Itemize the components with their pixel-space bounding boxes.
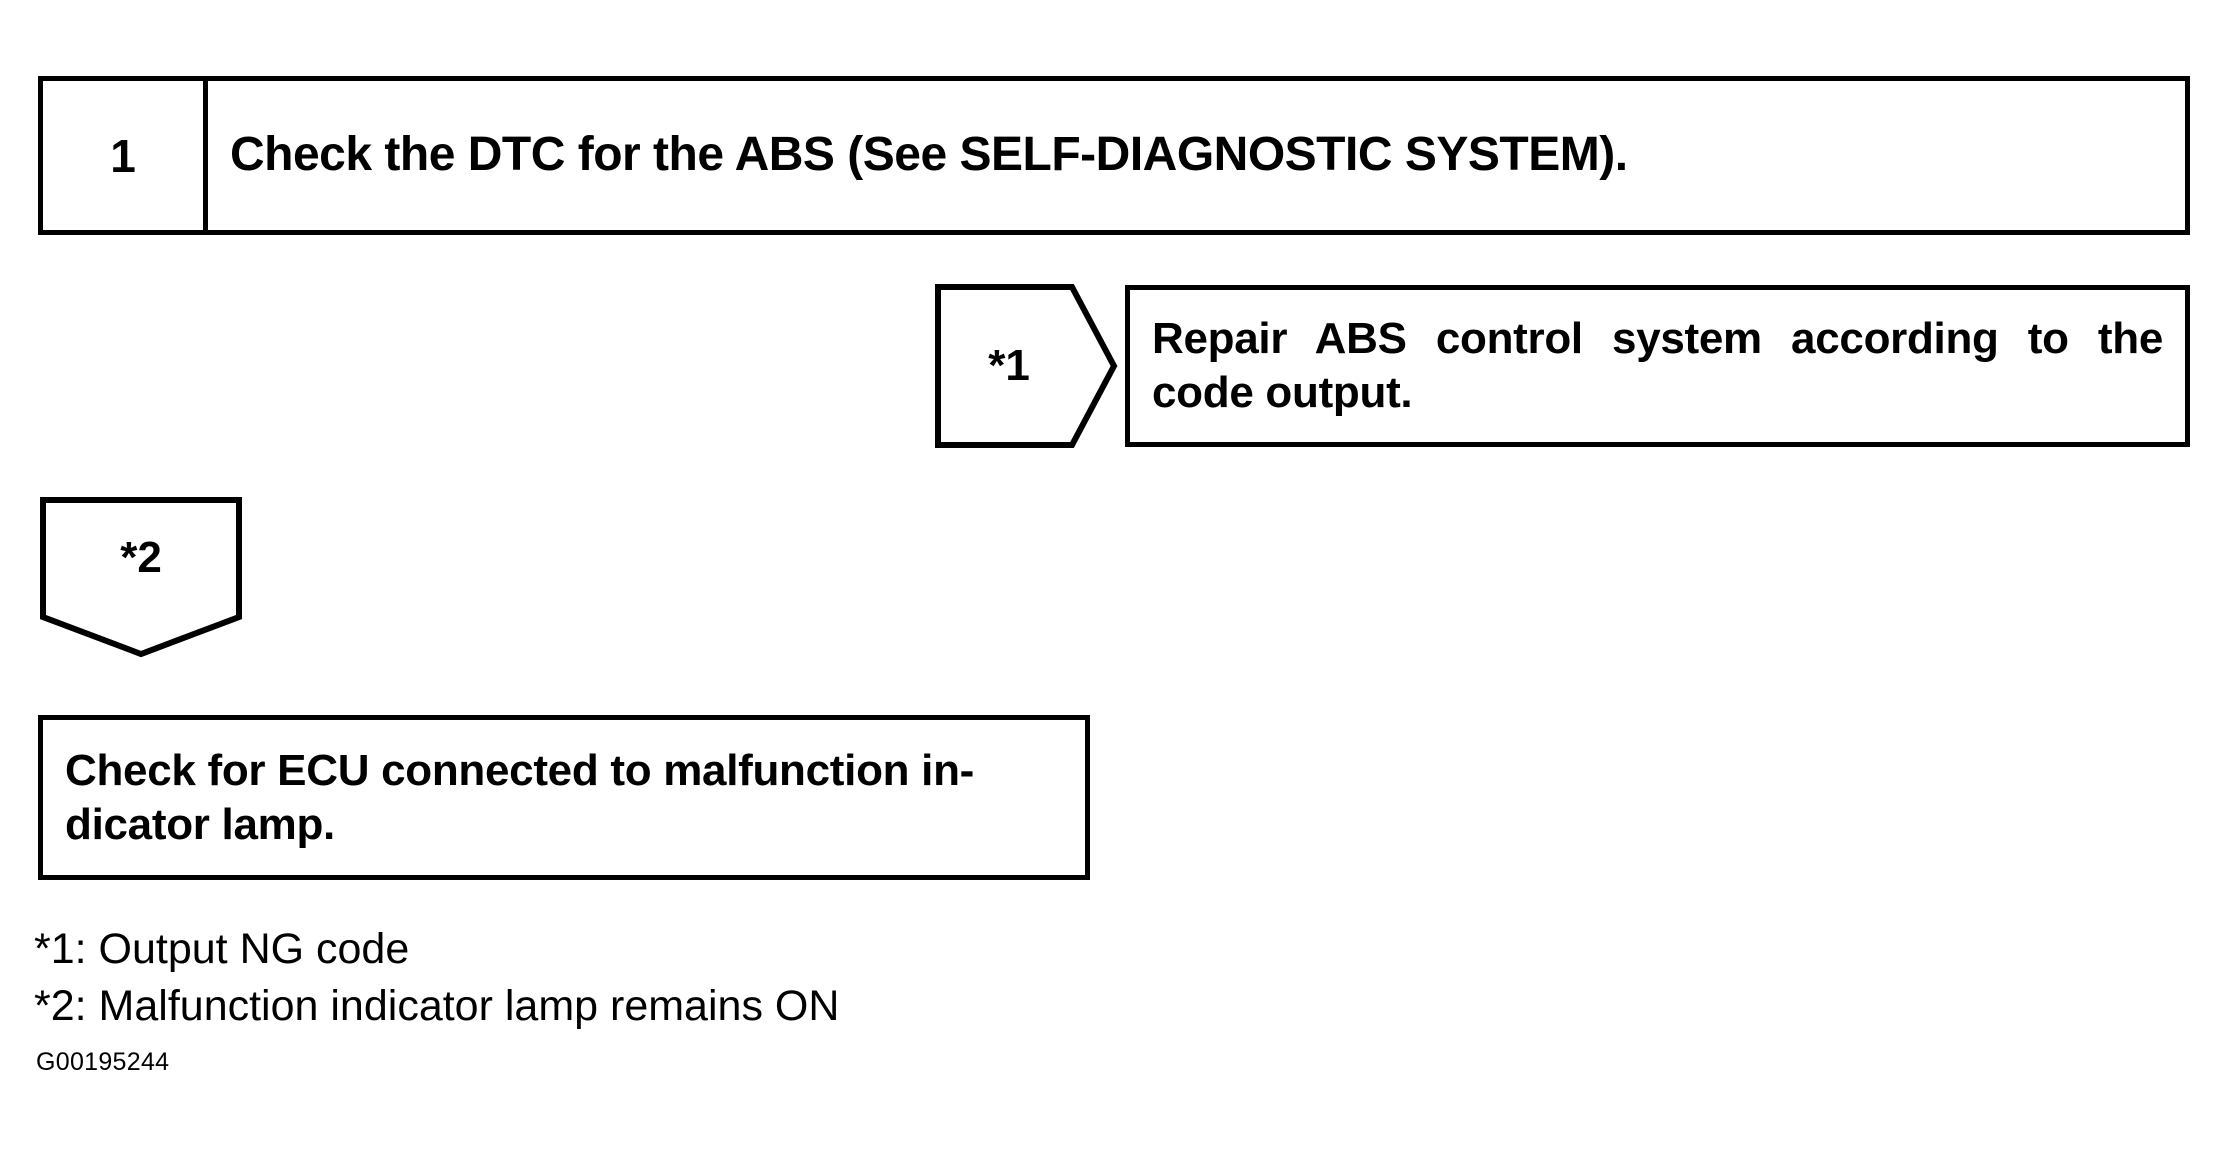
branch-2-next-step-box: Check for ECU connected to malfunction i… — [38, 715, 1090, 880]
step-instruction-cell: Check the DTC for the ABS (See SELF-DIAG… — [208, 81, 2185, 230]
footnote-2: *2: Malfunction indicator lamp remains O… — [34, 982, 840, 1030]
branch-1-arrow-pentagon: *1 — [935, 284, 1118, 448]
figure-id-label: G00195244 — [36, 1048, 170, 1076]
branch-2-next-step-line-1: Check for ECU connected to malfunction i… — [65, 745, 975, 795]
step-number-cell: 1 — [43, 81, 208, 230]
footnotes-block: *1: Output NG code *2: Malfunction indic… — [34, 928, 1434, 1042]
step-1-row: 1 Check the DTC for the ABS (See SELF-DI… — [38, 76, 2190, 235]
pentagon-right-shape — [935, 284, 1118, 448]
branch-1-result-line-1: Repair ABS control system according to t… — [1152, 314, 2163, 364]
branch-1-result-text: Repair ABS control system according to t… — [1152, 312, 2163, 419]
pentagon-down-shape — [40, 497, 242, 658]
footnote-1: *1: Output NG code — [34, 925, 410, 973]
branch-2-arrow-pentagon: *2 — [40, 497, 242, 658]
branch-2-next-step-line-2: dicator lamp. — [65, 799, 335, 849]
branch-2-next-step-text: Check for ECU connected to malfunction i… — [65, 744, 974, 851]
step-number: 1 — [110, 129, 136, 182]
step-instruction-text: Check the DTC for the ABS (See SELF-DIAG… — [230, 128, 1628, 182]
branch-1-result-line-2: code output. — [1152, 368, 1413, 417]
branch-1-result-box: Repair ABS control system according to t… — [1125, 285, 2190, 447]
